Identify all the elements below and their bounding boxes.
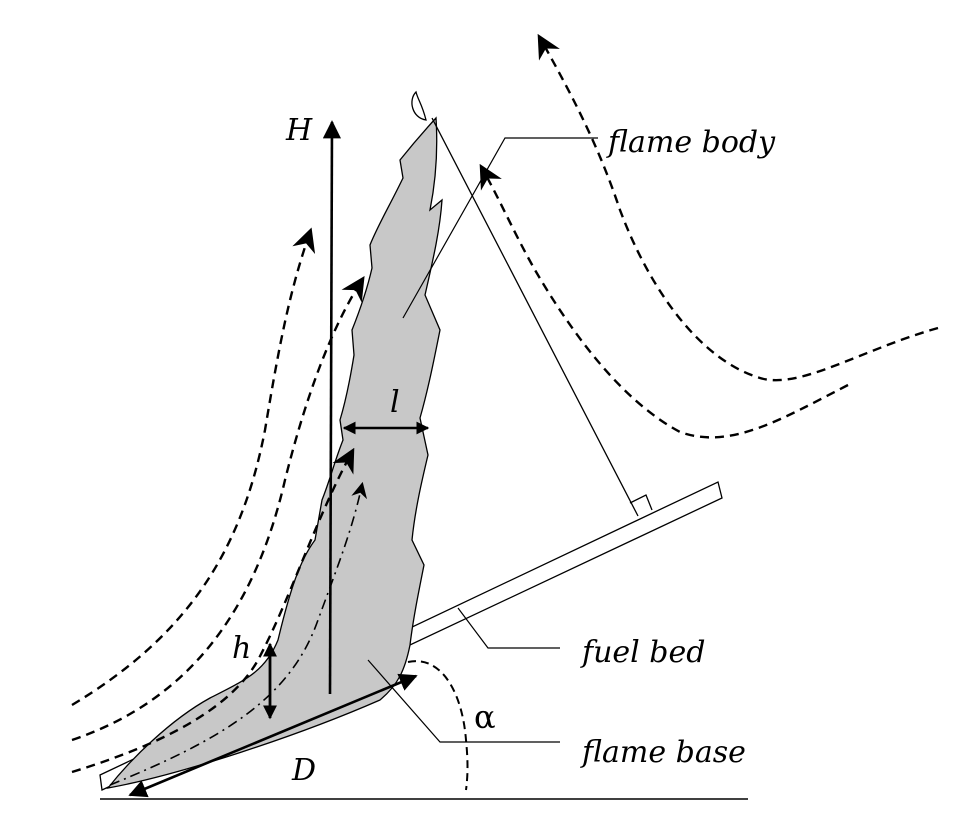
- slope-angle-arc: [407, 660, 469, 791]
- right-angle-mark: [629, 494, 653, 511]
- leader-flame-body: [402, 137, 598, 319]
- label-H: H: [285, 113, 313, 148]
- label-l: l: [390, 385, 400, 420]
- flame-tip: [411, 90, 427, 121]
- label-fuel-bed: fuel bed: [580, 635, 705, 670]
- label-alpha: α: [474, 698, 496, 736]
- streamline-right-1: [537, 33, 939, 382]
- streamline-left-1: [71, 227, 316, 707]
- flame-axis-line: [109, 481, 368, 786]
- flame-length-line: [431, 117, 639, 517]
- depth-arrow-D: [128, 673, 418, 798]
- streamline-right-2: [479, 163, 849, 439]
- leader-flame-base: [367, 659, 560, 743]
- height-arrow-H: [322, 120, 342, 695]
- label-h: h: [232, 631, 251, 666]
- leader-fuel-bed: [457, 607, 560, 649]
- label-flame-body: flame body: [606, 125, 776, 160]
- label-flame-base: flame base: [580, 735, 746, 770]
- label-D: D: [291, 753, 316, 788]
